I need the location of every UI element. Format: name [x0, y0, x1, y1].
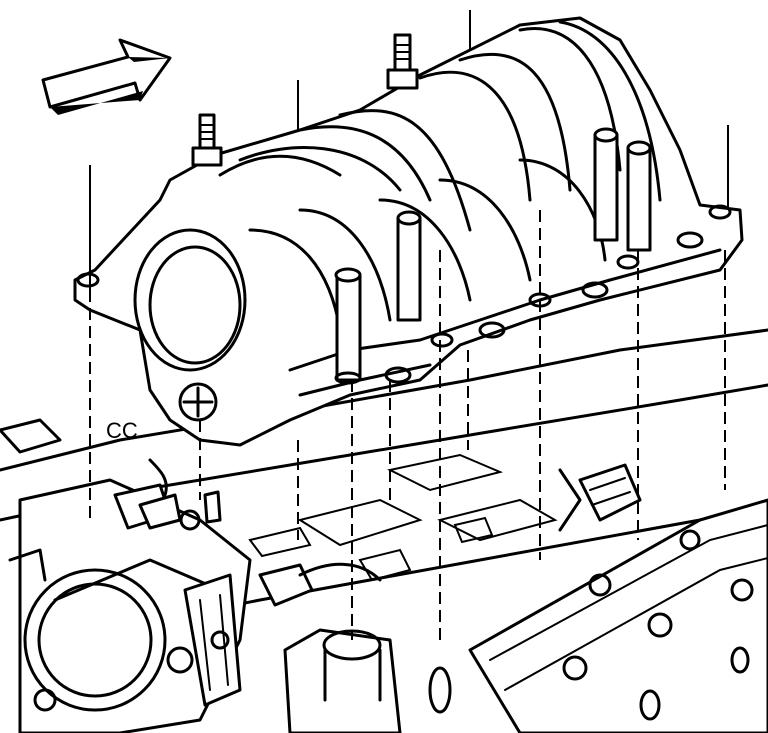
coil-bracket	[283, 628, 452, 733]
assembly-guide-lines	[89, 10, 729, 640]
sensor-bracket	[558, 463, 642, 532]
throttle-body	[0, 418, 382, 733]
valve-cover	[468, 498, 768, 733]
engine-marking-label: CC	[106, 418, 138, 443]
direction-arrow-icon	[41, 38, 172, 115]
intake-manifold	[73, 16, 744, 447]
